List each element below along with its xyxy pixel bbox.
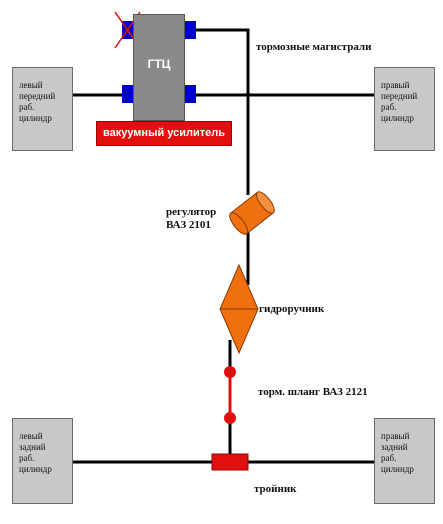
master-cylinder-label: ГТЦ [147,57,171,71]
rear-right-cylinder: правый задний раб. цилиндр [374,418,435,504]
handbrake-icon [219,263,259,355]
tee-icon [211,453,249,471]
brake-hose-icon [224,366,236,424]
regulator-label: регулятор ВАЗ 2101 [166,206,217,231]
front-left-cylinder: левый передний раб. цилиндр [12,67,73,151]
rear-left-cylinder-label: левый задний раб. цилиндр [19,431,52,474]
vacuum-booster: вакуумный усилитель [96,121,232,146]
front-right-cylinder-label: правый передний раб. цилиндр [381,80,418,123]
regulator-icon [229,191,275,235]
port-top-right [185,21,196,39]
port-bottom-right [185,85,196,103]
line-gtc-top-to-regulator [195,28,250,195]
port-bottom-left [122,85,133,103]
rear-right-cylinder-label: правый задний раб. цилиндр [381,431,414,474]
handbrake-label: гидроручник [259,303,325,315]
brake-lines-label: тормозные магистрали [256,41,372,53]
vacuum-booster-label: вакуумный усилитель [102,127,226,139]
tee-label: тройник [254,483,297,495]
front-right-cylinder: правый передний раб. цилиндр [374,67,435,151]
rear-left-cylinder: левый задний раб. цилиндр [12,418,73,504]
front-left-cylinder-label: левый передний раб. цилиндр [19,80,56,123]
hose-label: торм. шланг ВАЗ 2121 [258,386,368,398]
master-cylinder: ГТЦ [133,14,185,121]
